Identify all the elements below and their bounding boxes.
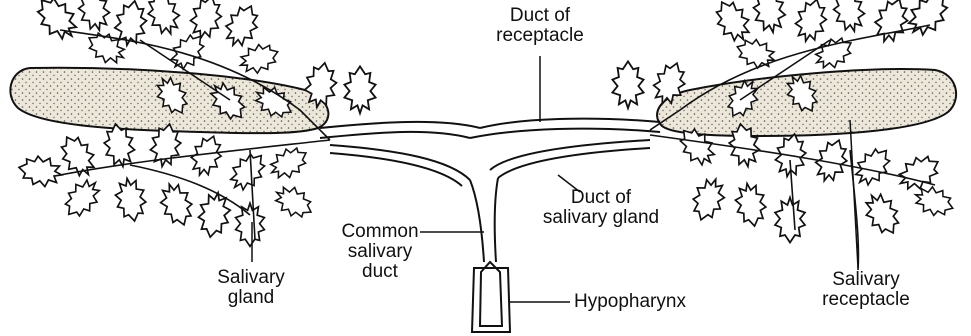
label-salivary-gland: Salivary gland [196, 268, 306, 308]
label-salivary-receptacle: Salivary receptacle [806, 270, 926, 310]
hypopharynx-shape [472, 262, 510, 332]
label-duct-of-salivary-gland: Duct of salivary gland [526, 188, 676, 228]
label-common-salivary-duct: Common salivary duct [332, 222, 428, 282]
leader-salivary-receptacle [850, 120, 858, 268]
label-duct-of-receptacle: Duct of receptacle [478, 6, 602, 46]
label-hypopharynx: Hypopharynx [574, 292, 686, 312]
